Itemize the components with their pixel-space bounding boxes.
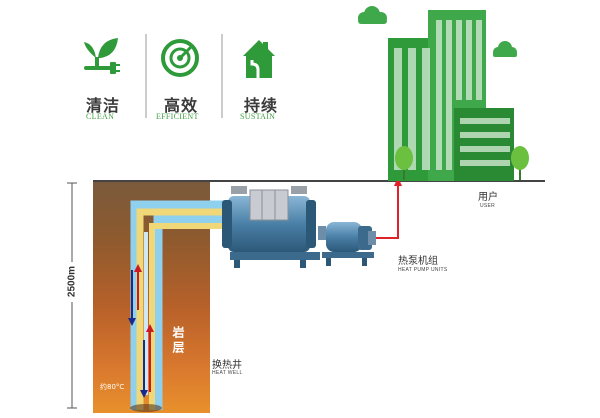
heat-well-label: 换热井 bbox=[212, 360, 242, 371]
heat-pump-unit bbox=[222, 186, 376, 268]
tree-icon bbox=[395, 146, 413, 180]
tree-icon bbox=[511, 146, 529, 180]
rock-layer-label: 岩层 bbox=[171, 326, 185, 356]
feature-dividers bbox=[145, 34, 223, 118]
depth-label: 2500m bbox=[66, 265, 78, 298]
heat-well-label-en: HEAT WELL bbox=[212, 370, 243, 376]
feature-clean-subtitle: CLEAN bbox=[86, 112, 115, 121]
feature-clean-title: 清洁 bbox=[86, 96, 121, 115]
gauge-icon bbox=[161, 39, 199, 77]
supply-arrow bbox=[394, 177, 402, 186]
feature-efficient-subtitle: EFFICIENT bbox=[156, 112, 199, 121]
user-label-en: USER bbox=[480, 203, 496, 209]
heat-pump-label-en: HEAT PUMP UNITS bbox=[398, 267, 448, 273]
flow-arrows bbox=[128, 264, 154, 398]
feature-sustain-title: 持续 bbox=[244, 96, 279, 115]
plug-leaf-icon bbox=[84, 38, 120, 74]
house-pipe-icon bbox=[243, 40, 275, 78]
cloud-icon bbox=[358, 6, 387, 24]
depth-dimension bbox=[66, 182, 78, 409]
supply-pipe bbox=[376, 183, 399, 239]
cloud-icon bbox=[493, 41, 517, 57]
temperature-label: 约80°C bbox=[100, 383, 125, 391]
well-pipes bbox=[130, 200, 225, 412]
feature-efficient-title: 高效 bbox=[164, 96, 199, 115]
heat-pump-label: 热泵机组 bbox=[398, 256, 438, 267]
user-label: 用户 bbox=[478, 192, 498, 203]
feature-sustain-subtitle: SUSTAIN bbox=[240, 112, 276, 121]
